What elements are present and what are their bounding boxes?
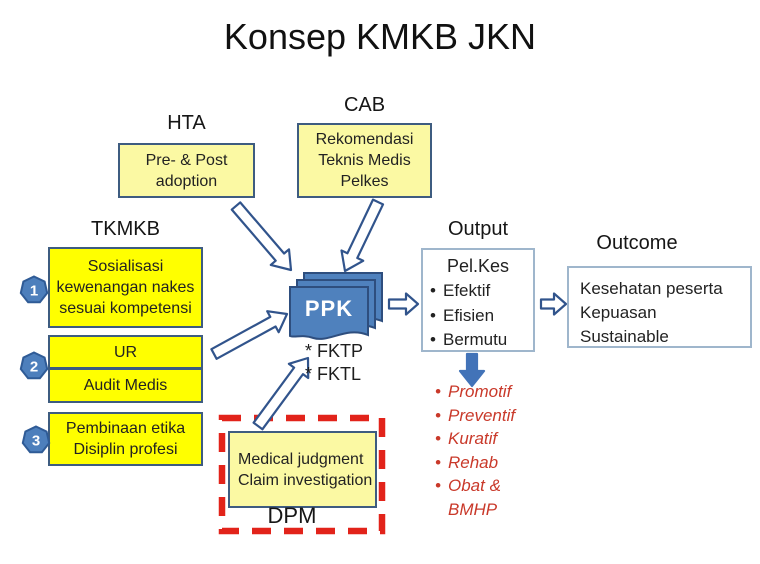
ppk-to-output-arrow xyxy=(387,292,420,316)
badge-layer: 1 2 3 xyxy=(19,275,51,454)
ppk-label: PPK xyxy=(304,296,354,321)
outcome-box: Kesehatan peserta Kepuasan Sustainable xyxy=(567,266,752,348)
hta-box: Pre- & Post adoption xyxy=(118,143,255,198)
bullet-icon: • xyxy=(435,452,441,472)
output-heading: Pel.Kes xyxy=(446,256,510,276)
output-label: Output xyxy=(447,218,509,240)
ppk-notes: * FKTP * FKTL xyxy=(305,341,364,384)
tkmkb-box-sosialisasi: Sosialisasi kewenangan nakes sesuai komp… xyxy=(48,247,203,328)
bullet-icon: • xyxy=(430,281,436,300)
benefit-item: •Kuratif xyxy=(428,427,568,451)
benefit-item: •Promotif xyxy=(428,380,568,404)
output-item: •Efisien xyxy=(423,304,533,329)
bullet-icon: • xyxy=(430,305,436,325)
badge-number: 3 xyxy=(32,433,40,450)
badge-3: 3 xyxy=(21,425,51,454)
badge-number: 1 xyxy=(30,283,38,300)
badge-shape xyxy=(19,275,49,304)
outcome-line: Kepuasan xyxy=(580,303,657,322)
bullet-icon: • xyxy=(430,330,436,350)
benefit-item: •Rehab xyxy=(428,451,568,475)
badge-2: 2 xyxy=(19,351,49,380)
bullet-icon: • xyxy=(435,405,441,425)
tkmkb-box-ur: UR xyxy=(48,335,203,369)
ur-to-ppk-arrow xyxy=(210,310,289,360)
bullet-icon: • xyxy=(435,382,441,401)
badge-1: 1 xyxy=(19,275,49,304)
badge-shape xyxy=(19,351,49,380)
output-item: •Efektif xyxy=(423,279,533,304)
bullet-icon: • xyxy=(435,429,441,448)
dpm-label: DPM xyxy=(267,503,317,528)
tkmkb-box-pembinaan: Pembinaan etika Disiplin profesi xyxy=(48,412,203,466)
output-to-outcome-arrow xyxy=(539,292,568,316)
outcome-label: Outcome xyxy=(596,232,678,254)
hta-to-ppk-arrow xyxy=(230,201,293,272)
dpm-to-ppk-arrow xyxy=(252,356,310,431)
benefit-item: •Obat & BMHP xyxy=(428,474,568,521)
benefit-list: •Promotif •Preventif •Kuratif •Rehab •Ob… xyxy=(428,380,568,521)
outcome-line: Sustainable xyxy=(580,327,669,346)
cab-label: CAB xyxy=(343,94,386,116)
benefit-item: •Preventif xyxy=(428,404,568,428)
slide-title: Konsep KMKB JKN xyxy=(223,16,537,57)
badge-shape xyxy=(21,425,51,454)
tkmkb-box-audit-medis: Audit Medis xyxy=(48,368,203,403)
cab-to-ppk-arrow xyxy=(340,198,385,273)
dpm-medical-box: Medical judgment Claim investigation xyxy=(228,431,377,508)
outcome-line: Kesehatan peserta xyxy=(580,279,723,298)
cab-box: Rekomendasi Teknis Medis Pelkes xyxy=(297,123,432,198)
tkmkb-label: TKMKB xyxy=(91,218,160,240)
output-box: Pel.Kes •Efektif •Efisien •Bermutu xyxy=(421,248,535,352)
output-item: •Bermutu xyxy=(423,328,533,353)
badge-number: 2 xyxy=(30,359,38,376)
bullet-icon: • xyxy=(435,476,441,495)
hta-label: HTA xyxy=(167,112,206,134)
